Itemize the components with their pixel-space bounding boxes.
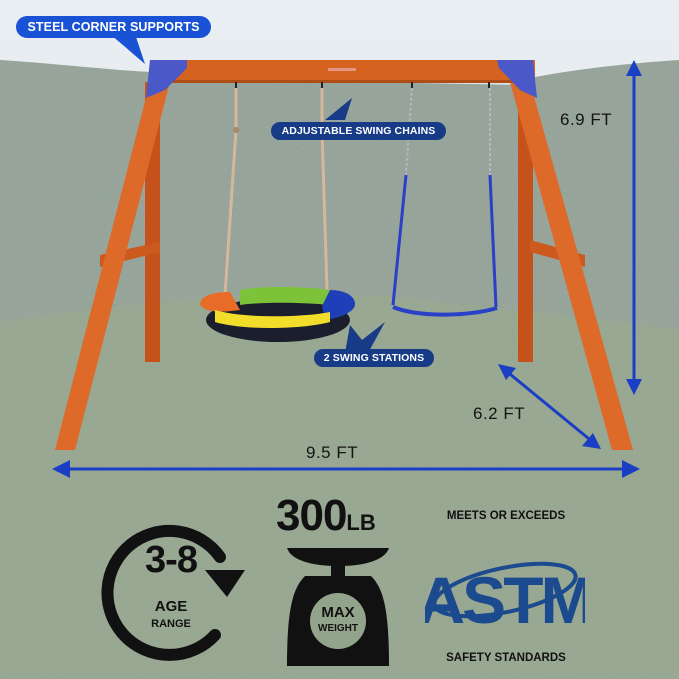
astm-logo-icon: ASTM (425, 561, 585, 637)
left-front-leg (55, 82, 170, 450)
age-range-value: 3-8 (145, 539, 198, 581)
brand-mark (328, 68, 356, 71)
scale-icon (287, 548, 389, 666)
right-front-leg (510, 82, 633, 450)
steel-bracket-left (146, 60, 187, 98)
width-dimension-label: 9.5 FT (306, 443, 359, 462)
depth-arrow (504, 368, 595, 445)
weight-label: WEIGHT (318, 623, 358, 634)
right-rear-leg (518, 82, 533, 362)
astm-logo-text: ASTM (425, 563, 585, 637)
depth-dimension-label: 6.2 FT (473, 404, 526, 423)
weight-unit: LB (346, 510, 376, 535)
steel-bracket-right (497, 60, 537, 98)
callout-steel-corner-supports: STEEL CORNER SUPPORTS (16, 16, 211, 38)
age-range-icon (101, 524, 245, 661)
astm-meets-label: MEETS OR EXCEEDS (446, 510, 566, 522)
max-label: MAX (321, 604, 355, 621)
callout-adjustable-swing-chains: ADJUSTABLE SWING CHAINS (271, 122, 446, 140)
max-weight-value: 300LB (276, 494, 396, 548)
callout-swing-stations-label: 2 SWING STATIONS (323, 352, 425, 364)
height-dimension-label: 6.9 FT (560, 110, 613, 129)
callout-steel-corner-supports-label: STEEL CORNER SUPPORTS (27, 20, 200, 34)
astm-safety-label: SAFETY STANDARDS (446, 652, 566, 664)
callout-adjustable-swing-chains-label: ADJUSTABLE SWING CHAINS (281, 125, 436, 137)
age-label: AGE (154, 598, 188, 615)
weight-number: 300 (276, 491, 347, 540)
range-label: RANGE (151, 618, 191, 630)
callout-swing-stations: 2 SWING STATIONS (314, 349, 434, 367)
